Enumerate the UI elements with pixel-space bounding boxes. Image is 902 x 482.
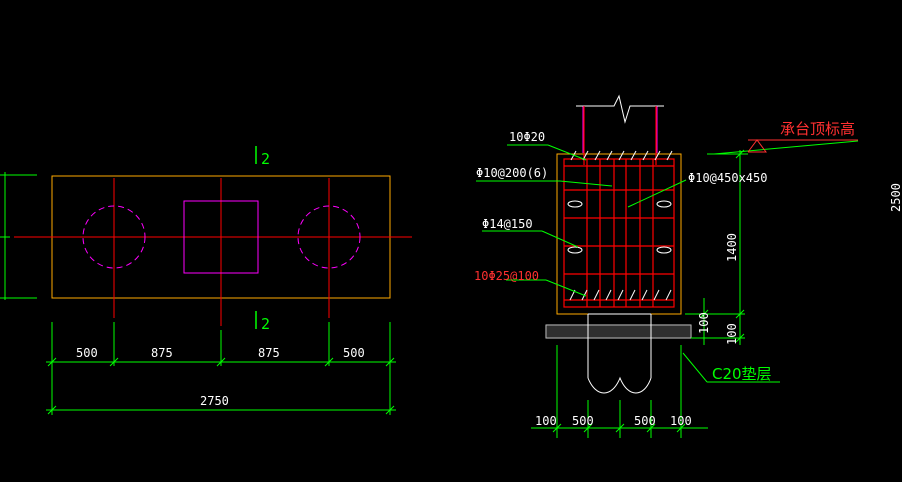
section-right-dimensions <box>685 149 748 345</box>
pile-right <box>297 205 361 269</box>
label-side-stirrup: Φ10@200(6) <box>476 166 548 180</box>
label-cap-top-elevation: 承台顶标高 <box>780 120 855 138</box>
plan-dim-segment-4: 500 <box>343 346 365 360</box>
section-bottom-dim-1: 100 <box>535 414 557 428</box>
plan-left-dimension <box>0 172 37 300</box>
cap-top-elevation-marker <box>747 139 858 153</box>
label-column-stirrup: Φ10@450x450 <box>688 171 767 185</box>
label-bottom-rebar: 10Φ25@100 <box>474 269 539 283</box>
section-mark-bottom: 2 <box>255 311 270 333</box>
plan-axis-lines <box>14 178 412 326</box>
section-cap-outline <box>556 153 682 315</box>
rebar-hooks <box>567 150 673 301</box>
column-outline <box>183 200 259 274</box>
section-mark-bottom-number: 2 <box>261 315 270 333</box>
section-dim-height: 1400 <box>725 233 739 262</box>
plan-dim-segment-1: 500 <box>76 346 98 360</box>
section-mark-top: 2 <box>255 146 270 168</box>
plan-view: 2 2 500 875 875 500 2750 <box>0 146 412 415</box>
label-top-rebar: 10Φ20 <box>509 130 545 144</box>
section-mark-top-number: 2 <box>261 150 270 168</box>
break-line-symbol <box>576 94 664 124</box>
pile-left <box>82 205 146 269</box>
column-stub <box>576 94 664 153</box>
section-bottom-dim-3: 500 <box>634 414 656 428</box>
plan-bottom-dimensions <box>46 322 396 415</box>
plan-dim-total: 2750 <box>200 394 229 408</box>
label-side-bar: Φ14@150 <box>482 217 533 231</box>
label-cushion-layer: C20垫层 <box>712 365 772 383</box>
section-dim-cushion-side: 100 <box>697 312 711 334</box>
plan-dim-segment-2: 875 <box>151 346 173 360</box>
leader-lines <box>476 140 859 383</box>
plan-dim-segment-3: 875 <box>258 346 280 360</box>
section-dim-cushion: 100 <box>725 323 739 345</box>
section-view: 1400 100 100 2500 100 500 500 100 10Φ20 … <box>474 94 902 438</box>
section-dim-edge-value: 2500 <box>889 183 902 212</box>
cushion-layer <box>545 324 692 339</box>
section-bottom-dim-4: 100 <box>670 414 692 428</box>
section-pile <box>587 313 652 394</box>
section-bottom-dim-2: 500 <box>572 414 594 428</box>
section-bottom-dimensions <box>531 345 708 438</box>
